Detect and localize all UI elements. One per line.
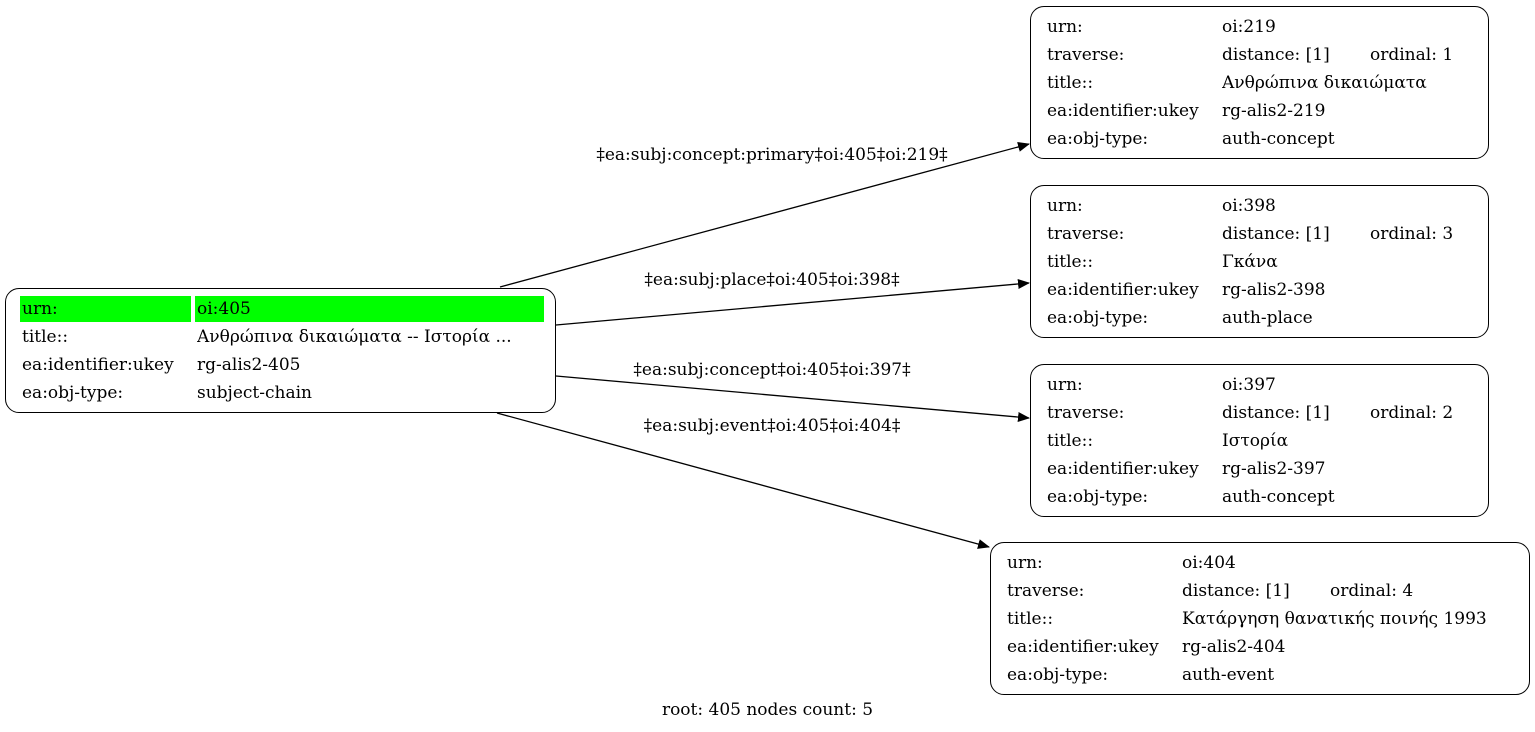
node-title-key: title:: [1047, 252, 1094, 272]
root-ukey-value: rg-alis2-405 [197, 355, 301, 375]
node-distance: distance: [1] [1182, 581, 1290, 601]
root-type-value: subject-chain [197, 383, 312, 403]
node-ukey-row: ea:identifier:ukey rg-alis2-397 [1047, 456, 1487, 482]
node-distance: distance: [1] [1222, 224, 1330, 244]
node-traverse-row: traverse: distance: [1] ordinal: 2 [1047, 400, 1487, 426]
node-type-key: ea:obj-type: [1047, 129, 1149, 149]
node-type-value: auth-concept [1222, 129, 1335, 149]
node-type-row: ea:obj-type: auth-concept [1047, 126, 1487, 152]
graph-footer: root: 405 nodes count: 5 [661, 700, 874, 720]
root-node[interactable]: urn: oi:405 title:: Ανθρώπινα δικαιώματα… [5, 288, 556, 413]
node-ukey-value: rg-alis2-397 [1222, 459, 1326, 479]
node-distance: distance: [1] [1222, 403, 1330, 423]
node-oi-404[interactable]: urn: oi:404 traverse: distance: [1] ordi… [990, 542, 1530, 695]
node-urn-key: urn: [1047, 17, 1083, 37]
root-ukey-row: ea:identifier:ukey rg-alis2-405 [22, 352, 547, 378]
node-oi-398[interactable]: urn: oi:398 traverse: distance: [1] ordi… [1030, 185, 1489, 338]
node-title-value: Ιστορία [1222, 431, 1289, 451]
root-title-row: title:: Ανθρώπινα δικαιώματα -- Ιστορία … [22, 324, 547, 350]
node-type-key: ea:obj-type: [1047, 487, 1149, 507]
node-title-row: title:: Γκάνα [1047, 249, 1487, 275]
node-type-key: ea:obj-type: [1047, 308, 1149, 328]
node-ukey-key: ea:identifier:ukey [1047, 101, 1199, 121]
node-ordinal: ordinal: 4 [1330, 581, 1414, 601]
node-type-row: ea:obj-type: auth-place [1047, 305, 1487, 331]
node-type-row: ea:obj-type: auth-concept [1047, 484, 1487, 510]
node-urn-value: oi:397 [1222, 375, 1276, 395]
node-urn-row: urn: oi:398 [1047, 193, 1487, 219]
node-ordinal: ordinal: 2 [1370, 403, 1454, 423]
root-type-key: ea:obj-type: [22, 383, 124, 403]
node-ukey-key: ea:identifier:ukey [1047, 459, 1199, 479]
node-title-value: Κατάργηση θανατικής ποινής 1993 [1182, 609, 1487, 629]
node-title-key: title:: [1047, 431, 1094, 451]
node-ukey-row: ea:identifier:ukey rg-alis2-404 [1007, 634, 1527, 660]
node-ukey-value: rg-alis2-219 [1222, 101, 1326, 121]
node-title-value: Ανθρώπινα δικαιώματα [1222, 73, 1427, 93]
node-traverse-key: traverse: [1007, 581, 1085, 601]
node-urn-row: urn: oi:404 [1007, 550, 1527, 576]
node-ordinal: ordinal: 3 [1370, 224, 1454, 244]
node-ukey-key: ea:identifier:ukey [1047, 280, 1199, 300]
node-ordinal: ordinal: 1 [1370, 45, 1454, 65]
node-title-row: title:: Ανθρώπινα δικαιώματα [1047, 70, 1487, 96]
edge-label-397: ‡ea:subj:concept‡oi:405‡oi:397‡ [633, 360, 911, 380]
node-traverse-key: traverse: [1047, 224, 1125, 244]
node-ukey-row: ea:identifier:ukey rg-alis2-219 [1047, 98, 1487, 124]
edge-label-398: ‡ea:subj:place‡oi:405‡oi:398‡ [644, 270, 900, 290]
edge-label-219: ‡ea:subj:concept:primary‡oi:405‡oi:219‡ [596, 145, 948, 165]
root-title-value: Ανθρώπινα δικαιώματα -- Ιστορία ... [197, 327, 512, 347]
node-type-value: auth-concept [1222, 487, 1335, 507]
node-type-value: auth-event [1182, 665, 1275, 685]
node-urn-key: urn: [1007, 553, 1043, 573]
root-urn-row: urn: oi:405 [20, 296, 545, 322]
node-urn-key: urn: [1047, 375, 1083, 395]
node-type-key: ea:obj-type: [1007, 665, 1109, 685]
node-urn-value: oi:219 [1222, 17, 1276, 37]
node-traverse-key: traverse: [1047, 403, 1125, 423]
edge-line-397 [555, 375, 1030, 423]
node-title-key: title:: [1007, 609, 1054, 629]
node-oi-397[interactable]: urn: oi:397 traverse: distance: [1] ordi… [1030, 364, 1489, 517]
node-ukey-key: ea:identifier:ukey [1007, 637, 1159, 657]
node-urn-key: urn: [1047, 196, 1083, 216]
node-ukey-value: rg-alis2-404 [1182, 637, 1286, 657]
node-ukey-row: ea:identifier:ukey rg-alis2-398 [1047, 277, 1487, 303]
node-type-value: auth-place [1222, 308, 1313, 328]
node-urn-value: oi:404 [1182, 553, 1236, 573]
node-urn-value: oi:398 [1222, 196, 1276, 216]
node-title-row: title:: Ιστορία [1047, 428, 1487, 454]
node-urn-row: urn: oi:397 [1047, 372, 1487, 398]
node-traverse-row: traverse: distance: [1] ordinal: 3 [1047, 221, 1487, 247]
root-urn-key: urn: [20, 296, 191, 322]
node-traverse-row: traverse: distance: [1] ordinal: 1 [1047, 42, 1487, 68]
node-title-key: title:: [1047, 73, 1094, 93]
node-traverse-key: traverse: [1047, 45, 1125, 65]
edge-line-398 [555, 278, 1030, 326]
root-type-row: ea:obj-type: subject-chain [22, 380, 547, 406]
node-oi-219[interactable]: urn: oi:219 traverse: distance: [1] ordi… [1030, 6, 1489, 159]
root-title-key: title:: [22, 327, 69, 347]
root-urn-value: oi:405 [195, 296, 544, 322]
edge-label-404: ‡ea:subj:event‡oi:405‡oi:404‡ [644, 416, 901, 436]
node-urn-row: urn: oi:219 [1047, 14, 1487, 40]
node-traverse-row: traverse: distance: [1] ordinal: 4 [1007, 578, 1527, 604]
node-distance: distance: [1] [1222, 45, 1330, 65]
node-type-row: ea:obj-type: auth-event [1007, 662, 1527, 688]
node-title-value: Γκάνα [1222, 252, 1278, 272]
edge-line-404 [496, 412, 990, 549]
node-title-row: title:: Κατάργηση θανατικής ποινής 1993 [1007, 606, 1527, 632]
root-ukey-key: ea:identifier:ukey [22, 355, 174, 375]
edge-line-219 [499, 142, 1030, 288]
node-ukey-value: rg-alis2-398 [1222, 280, 1326, 300]
